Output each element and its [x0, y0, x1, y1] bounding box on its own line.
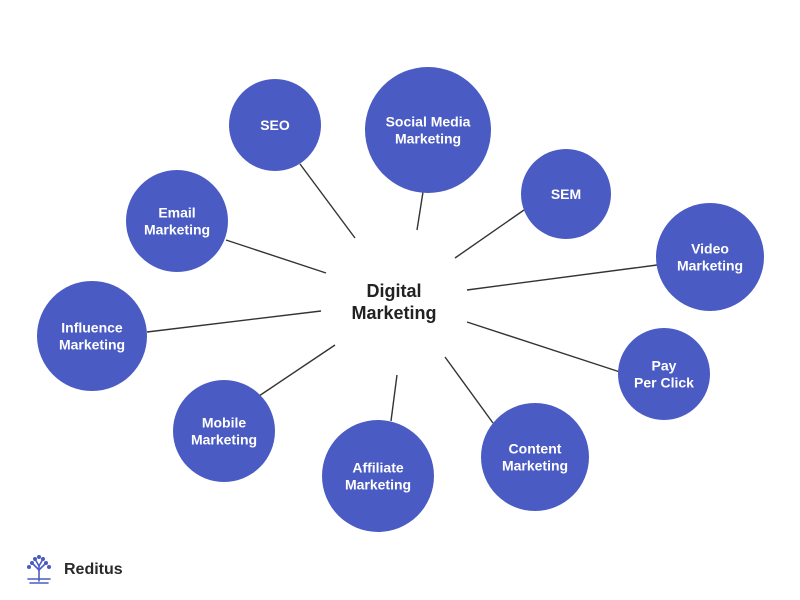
node-label-sem: SEM	[551, 186, 581, 202]
node-label-email-marketing: Marketing	[144, 222, 210, 238]
center-label: Digital	[366, 281, 421, 301]
connector-social-media-marketing	[416, 191, 424, 231]
node-circle-mobile-marketing	[173, 380, 275, 482]
connector-email-marketing	[225, 239, 327, 274]
connector-affiliate-marketing	[390, 374, 398, 422]
node-circle-influence-marketing	[37, 281, 147, 391]
node-label-social-media-marketing: Social Media	[386, 114, 471, 130]
connector-seo	[299, 163, 356, 239]
node-label-content-marketing: Marketing	[502, 458, 568, 474]
connector-mobile-marketing	[255, 344, 336, 399]
node-label-content-marketing: Content	[509, 441, 562, 457]
node-label-video-marketing: Video	[691, 241, 729, 257]
node-label-affiliate-marketing: Marketing	[345, 477, 411, 493]
connector-influence-marketing	[146, 310, 322, 333]
node-circle-affiliate-marketing	[322, 420, 434, 532]
connector-pay-per-click	[466, 321, 621, 373]
node-label-social-media-marketing: Marketing	[395, 131, 461, 147]
node-label-mobile-marketing: Mobile	[202, 415, 247, 431]
connectors	[146, 163, 658, 424]
node-label-influence-marketing: Marketing	[59, 337, 125, 353]
node-label-affiliate-marketing: Affiliate	[352, 460, 404, 476]
node-circle-sem	[521, 149, 611, 239]
node-label-email-marketing: Email	[158, 205, 195, 221]
node-label-video-marketing: Marketing	[677, 258, 743, 274]
node-circle-email-marketing	[126, 170, 228, 272]
brand-logo: Reditus	[22, 553, 123, 587]
node-circle-social-media-marketing	[365, 67, 491, 193]
node-sem: SEM	[521, 149, 611, 239]
node-label-influence-marketing: Influence	[61, 320, 123, 336]
node-circle-pay-per-click	[618, 328, 710, 420]
node-label-seo: SEO	[260, 117, 290, 133]
connector-sem	[454, 209, 525, 259]
center-label: Marketing	[351, 303, 436, 323]
node-label-mobile-marketing: Marketing	[191, 432, 257, 448]
node-circle-seo	[229, 79, 321, 171]
node-seo: SEO	[229, 79, 321, 171]
connector-content-marketing	[444, 356, 494, 424]
connector-video-marketing	[466, 264, 658, 291]
tree-icon	[27, 555, 51, 584]
node-label-pay-per-click: Pay	[652, 358, 677, 374]
node-circle-video-marketing	[656, 203, 764, 311]
node-label-pay-per-click: Per Click	[634, 375, 694, 391]
node-circle-content-marketing	[481, 403, 589, 511]
brand-name: Reditus	[64, 561, 123, 578]
